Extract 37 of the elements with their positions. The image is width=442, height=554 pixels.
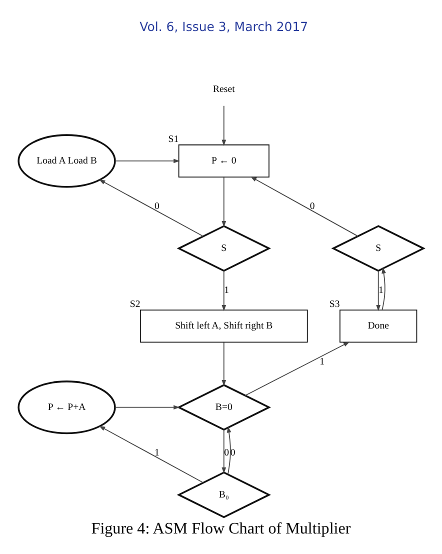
arrow bbox=[222, 429, 226, 474]
edge-label: 0 bbox=[310, 200, 315, 212]
arrow bbox=[98, 179, 204, 237]
arrow bbox=[222, 342, 226, 386]
node-box: Done bbox=[340, 310, 418, 343]
arrow bbox=[376, 270, 381, 312]
node-diamond: S bbox=[331, 225, 426, 272]
arrow bbox=[250, 176, 358, 237]
arrow bbox=[114, 405, 180, 410]
edge-label: 1 bbox=[378, 284, 384, 296]
node-label: S3 bbox=[329, 299, 340, 310]
edge-label: 0 bbox=[154, 200, 160, 212]
arrow bbox=[222, 176, 226, 228]
node-label: S1 bbox=[168, 134, 179, 146]
edge-label: 1 bbox=[224, 284, 230, 296]
arrow bbox=[244, 342, 350, 396]
arrow bbox=[114, 158, 180, 164]
label: Vol. 6, Issue 3, March 2017 bbox=[140, 19, 308, 34]
node-diamond: B₀ bbox=[176, 472, 271, 518]
arrow bbox=[226, 426, 232, 475]
edge-label: 1 bbox=[154, 447, 160, 458]
node-ellipse: P ← P+A bbox=[18, 380, 116, 434]
node-diamond: S bbox=[176, 225, 271, 272]
arrow bbox=[98, 426, 204, 484]
arrow bbox=[222, 105, 226, 146]
edge-label: 0 bbox=[224, 447, 230, 458]
node-label: S2 bbox=[130, 299, 140, 310]
caption: Figure 4: ASM Flow Chart of Multiplier bbox=[91, 520, 351, 538]
node-box: Shift left A, Shift right B bbox=[140, 310, 308, 343]
arrow bbox=[382, 267, 386, 310]
node-diamond: B=0 bbox=[176, 384, 271, 431]
node-text: Reset bbox=[212, 84, 235, 96]
edge-label: 1 bbox=[320, 356, 325, 368]
node-ellipse: Load A Load B bbox=[18, 134, 116, 188]
arrow bbox=[222, 270, 226, 312]
edge-label: 0 bbox=[230, 447, 236, 458]
node-box: P ← 0 bbox=[178, 144, 270, 178]
